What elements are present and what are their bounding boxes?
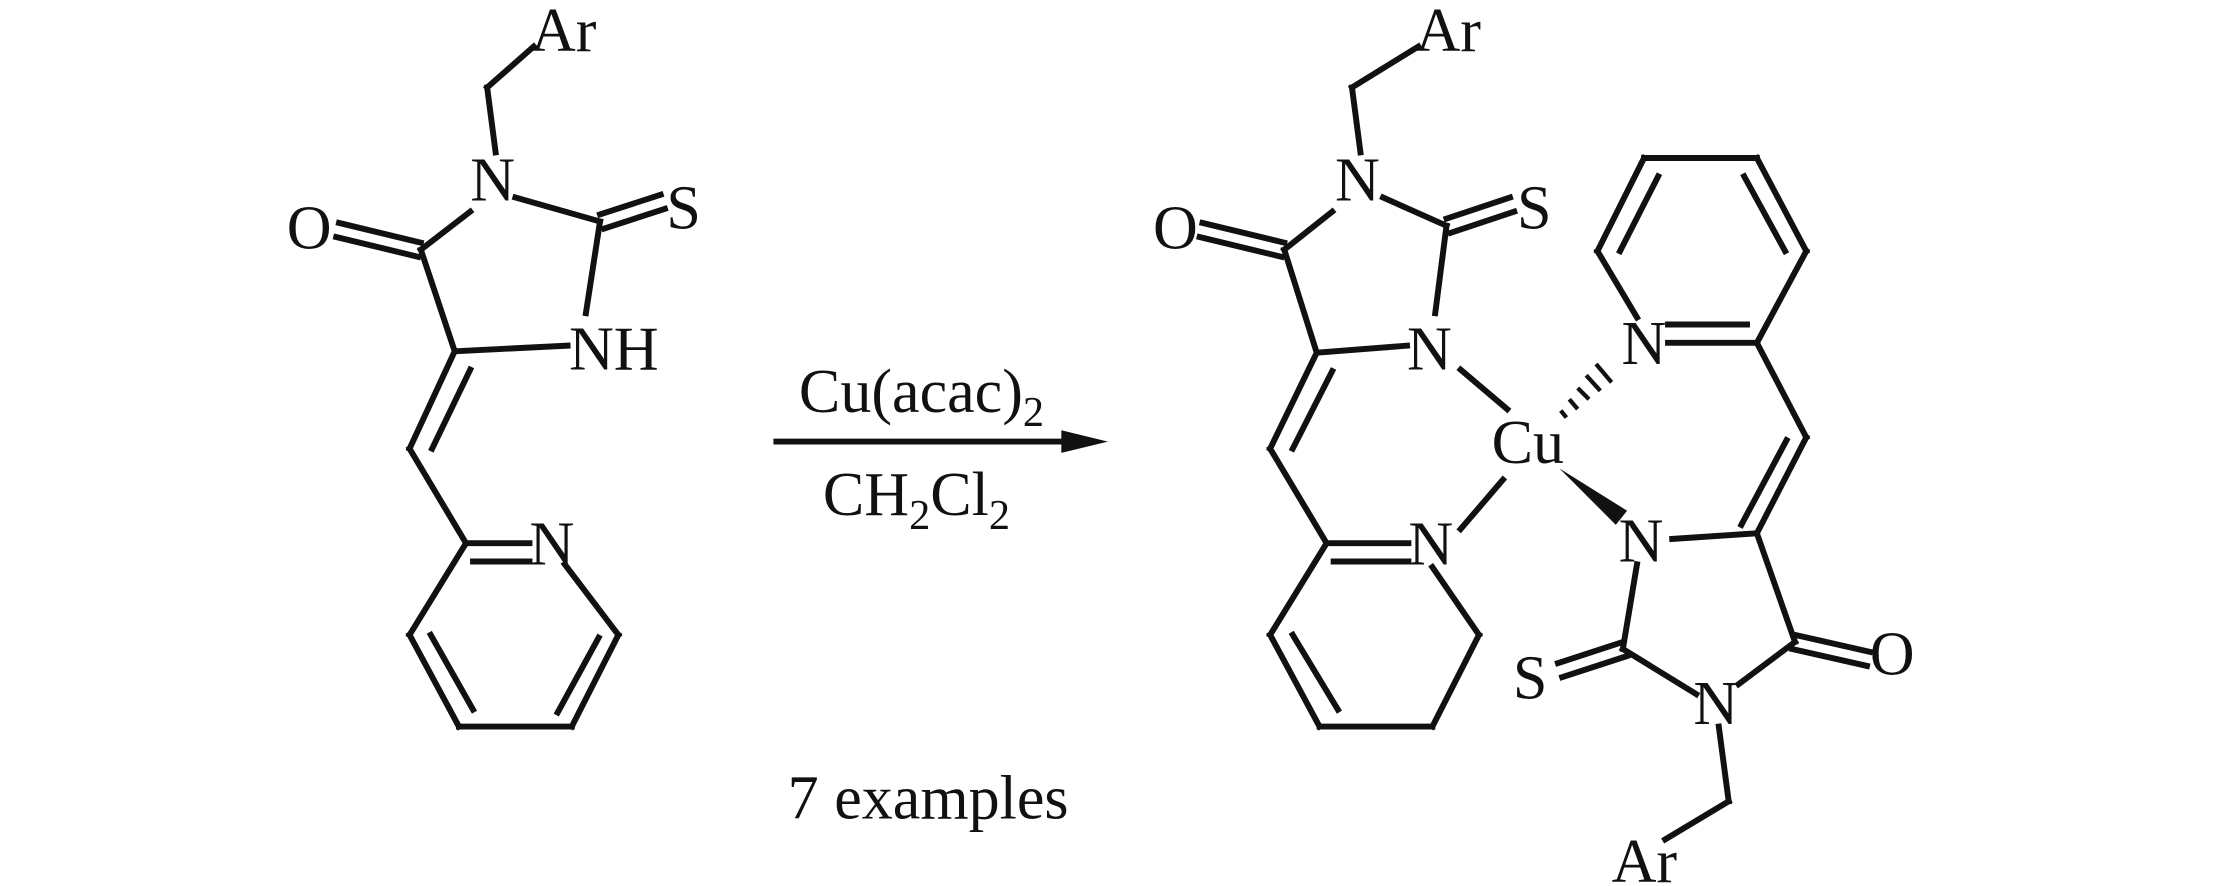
- product-bonds: [1196, 42, 1874, 844]
- scope-note: 7 examples: [788, 764, 1069, 832]
- ligand1-sulfur-label: S: [1517, 175, 1552, 243]
- ligand2-aryl-label: Ar: [1612, 828, 1678, 886]
- copper-label: Cu: [1492, 409, 1564, 477]
- ligand2-n1-label: N: [1693, 670, 1738, 738]
- reactant-bonds: [332, 42, 669, 731]
- ligand1-pyridine-n-label: N: [1408, 510, 1453, 578]
- reactant-aryl-label: Ar: [531, 0, 597, 65]
- reagent-label: Cu(acac)2: [799, 358, 1044, 436]
- ligand1-oxygen-label: O: [1153, 194, 1198, 262]
- product-complex: Ar N O S N N Cu N N O S N Ar: [1153, 0, 1915, 886]
- ligand1-n3-label: N: [1407, 316, 1452, 384]
- reactant-oxygen-label: O: [287, 194, 332, 262]
- solvent-label: CH2Cl2: [823, 461, 1010, 539]
- reaction-arrow: [773, 430, 1108, 453]
- ligand2-n3-label: N: [1619, 508, 1664, 576]
- wedge-bond: [1559, 468, 1628, 525]
- ligand2-pyridine-n-label: N: [1621, 310, 1666, 378]
- reactant-pyridine-n-label: N: [529, 510, 574, 578]
- reactant-n1-label: N: [470, 146, 515, 214]
- arrowhead-icon: [1061, 430, 1108, 453]
- hashed-bond: [1559, 362, 1614, 419]
- ligand2-oxygen-label: O: [1870, 620, 1915, 688]
- ligand2-sulfur-label: S: [1513, 644, 1548, 712]
- reactant-nh-label: NH: [569, 316, 659, 384]
- ligand1-n1-label: N: [1335, 146, 1380, 214]
- reactant-sulfur-label: S: [666, 175, 701, 243]
- ligand1-aryl-label: Ar: [1415, 0, 1481, 65]
- reactant-molecule: Ar N O S NH N: [287, 0, 701, 731]
